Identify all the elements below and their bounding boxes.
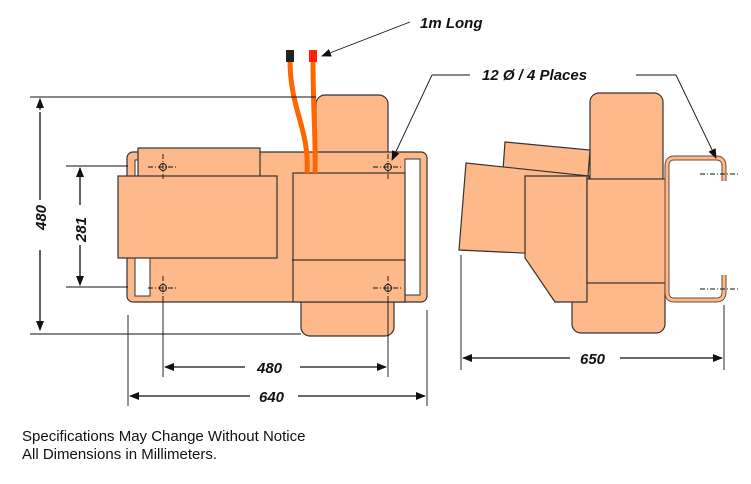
gearbox-side: [586, 178, 668, 284]
upper-box: [137, 147, 261, 179]
depth-total-label: 650: [580, 351, 606, 368]
front-box: [117, 175, 278, 259]
mount-bracket: [665, 156, 726, 302]
side-view: [458, 92, 740, 334]
gearbox: [292, 172, 406, 303]
cable-red: [310, 59, 318, 174]
bracket-centerlines: [700, 173, 740, 290]
side-panel: [524, 175, 588, 303]
slot-right: [404, 158, 421, 296]
top-view: [117, 50, 428, 337]
dimensions: 480 281 480 640 650: [30, 96, 725, 406]
hole-leader-right: [675, 74, 717, 159]
cables: [286, 50, 318, 174]
spec-note: Specifications May Change Without Notice: [22, 428, 306, 445]
width-total-label: 640: [259, 389, 285, 406]
holes-label: 12 Ø / 4 Places: [482, 67, 587, 84]
hole-centerlines: [148, 154, 403, 300]
cable-cap-black: [286, 50, 294, 62]
mount-holes: [148, 154, 403, 300]
height-holes-label: 281: [73, 217, 90, 243]
cable-leader: [321, 21, 411, 57]
width-holes-label: 480: [256, 360, 283, 377]
cable-black: [287, 59, 310, 174]
cable-length-label: 1m Long: [420, 15, 483, 32]
height-total-label: 480: [33, 204, 50, 231]
hole-leader-left: [391, 74, 433, 161]
mount-bracket-outline: [664, 155, 727, 303]
units-note: All Dimensions in Millimeters.: [22, 446, 218, 463]
cable-cap-red: [309, 50, 317, 62]
